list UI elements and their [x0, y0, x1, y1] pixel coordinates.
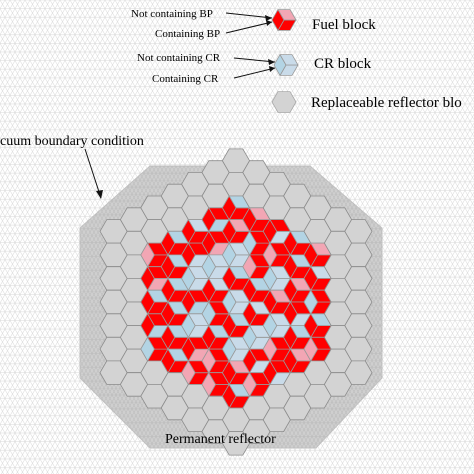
arrow-head-icon — [265, 15, 272, 21]
boundary-arrow — [84, 148, 102, 199]
cr-not-cr-arrow — [233, 57, 276, 63]
cr-containing-label: Containing CR — [152, 73, 219, 85]
core-blocks — [99, 148, 373, 456]
fuel-bp-label: Containing BP — [155, 28, 220, 40]
cr-containing-arrow — [233, 67, 276, 79]
fuel-bp-arrow — [225, 21, 273, 34]
reflector-block-label: Replaceable reflector blo — [311, 95, 462, 111]
boundary-label: cuum boundary condition — [0, 134, 144, 149]
fuel-legend-hex-face — [277, 9, 297, 21]
fuel-legend-icon — [271, 8, 297, 32]
arrow-head-icon — [96, 190, 103, 199]
arrow-head-icon — [269, 66, 275, 72]
fuel-not-bp-arrow — [225, 12, 273, 19]
fuel-not-bp-label: Not containing BP — [131, 8, 213, 20]
permanent-reflector-label: Permanent reflector — [165, 432, 276, 447]
cr-not-cr-label: Not containing CR — [137, 52, 221, 64]
cr-legend-icon — [273, 53, 299, 77]
reflector-legend-hex — [271, 91, 297, 113]
cr-block-label: CR block — [314, 56, 372, 72]
reflector-legend-icon — [271, 91, 297, 113]
arrow-head-icon — [268, 59, 275, 65]
fuel-block-label: Fuel block — [312, 17, 376, 33]
cr-legend-hex-face — [279, 54, 299, 66]
replaceable-reflector-block — [344, 360, 373, 385]
legend: Not containing BP Containing BP Fuel blo… — [131, 8, 462, 113]
arrow-head-icon — [266, 20, 272, 26]
